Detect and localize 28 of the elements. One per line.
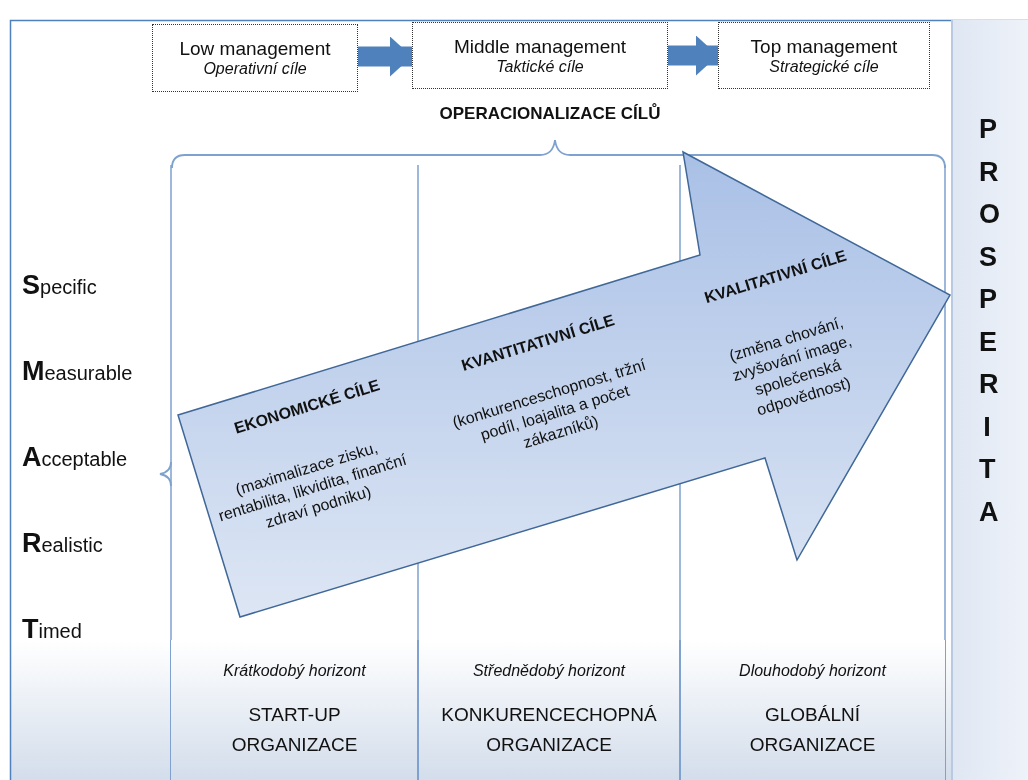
block-arrow [358, 36, 412, 77]
management-box [412, 22, 668, 89]
level-title: Top management [749, 35, 899, 58]
organization-type: START-UP ORGANIZACE [230, 703, 359, 757]
section-heading: OPERACIONALIZACE CÍLŮ [438, 104, 662, 124]
goals-block-shape [177, 150, 952, 620]
management-box [152, 24, 358, 92]
smart-criterion: Measurable [22, 356, 133, 387]
organization-type: KONKURENCECHOPNÁ ORGANIZACE [440, 703, 658, 757]
goal-type: Operativní cíle [202, 60, 308, 78]
level-title: Middle management [452, 35, 628, 58]
block-arrow [668, 35, 718, 76]
organization-type: GLOBÁLNÍ ORGANIZACE [748, 703, 877, 757]
smart-criterion: Acceptable [22, 442, 128, 473]
prosperity-panel [951, 20, 1028, 780]
goal-type: Taktické cíle [495, 57, 585, 76]
goal-type: Strategické cíle [768, 57, 880, 76]
smart-criterion: Specific [22, 270, 97, 301]
horizon-column [170, 640, 419, 780]
horizon-column [679, 640, 946, 780]
horizon-label: Dlouhodobý horizont [738, 662, 888, 680]
smart-criterion: Timed [22, 614, 82, 645]
horizon-label: Střednědobý horizont [471, 662, 627, 680]
smart-criterion: Realistic [22, 528, 103, 559]
management-box [718, 22, 930, 89]
horizon-column [417, 640, 681, 780]
horizon-label: Krátkodobý horizont [222, 662, 367, 680]
level-title: Low management [178, 38, 332, 60]
